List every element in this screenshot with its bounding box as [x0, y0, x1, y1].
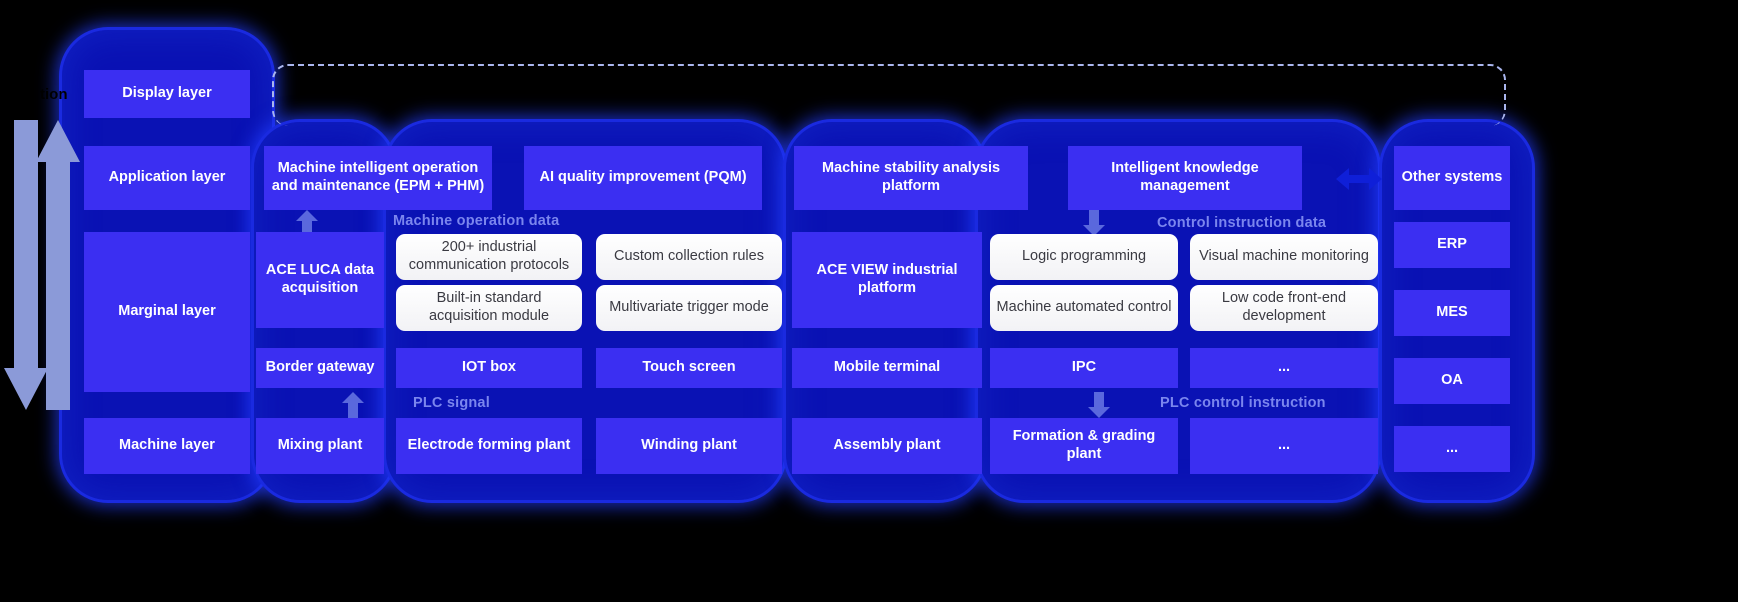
clipped-left-label: tion — [40, 86, 68, 103]
marginal-card-multivariate-trigger-mode[interactable]: Multivariate trigger mode — [596, 285, 782, 331]
band-arrow-up-operation-data — [296, 210, 318, 236]
marginal-card-logic-programming[interactable]: Logic programming — [990, 234, 1178, 280]
app-node-intelligent-knowledge-management[interactable]: Intelligent knowledge management — [1068, 146, 1302, 210]
band-arrow-down-control-instruction — [1083, 210, 1105, 236]
marginal-card-low-code-front-end-development[interactable]: Low code front-end development — [1190, 285, 1378, 331]
app-node-ai-quality-improvement[interactable]: AI quality improvement (PQM) — [524, 146, 762, 210]
device-node-touch-screen[interactable]: Touch screen — [596, 348, 782, 388]
layer-display-layer[interactable]: Display layer — [84, 70, 250, 118]
layer-machine-layer[interactable]: Machine layer — [84, 418, 250, 474]
machine-node-winding-plant[interactable]: Winding plant — [596, 418, 782, 474]
band-label-machine-operation-data: Machine operation data — [393, 213, 560, 229]
device-node-more[interactable]: ... — [1190, 348, 1378, 388]
machine-node-electrode-forming-plant[interactable]: Electrode forming plant — [396, 418, 582, 474]
marginal-card-builtin-standard-acquisition[interactable]: Built-in standard acquisition module — [396, 285, 582, 331]
other-systems-node-mes[interactable]: MES — [1394, 290, 1510, 336]
marginal-platform-ace-view[interactable]: ACE VIEW industrial platform — [792, 232, 982, 328]
layer-marginal-layer[interactable]: Marginal layer — [84, 232, 250, 392]
machine-node-more[interactable]: ... — [1190, 418, 1378, 474]
marginal-card-visual-machine-monitoring[interactable]: Visual machine monitoring — [1190, 234, 1378, 280]
machine-node-mixing-plant[interactable]: Mixing plant — [256, 418, 384, 474]
bidirectional-arrow-icon — [1336, 166, 1382, 197]
device-node-border-gateway[interactable]: Border gateway — [256, 348, 384, 388]
down-arrow — [4, 120, 48, 415]
machine-node-assembly-plant[interactable]: Assembly plant — [792, 418, 982, 474]
device-node-ipc[interactable]: IPC — [990, 348, 1178, 388]
up-arrow — [36, 120, 80, 415]
band-label-control-instruction-data: Control instruction data — [1157, 215, 1327, 231]
marginal-card-industrial-protocols[interactable]: 200+ industrial communication protocols — [396, 234, 582, 280]
marginal-platform-ace-luca[interactable]: ACE LUCA data acquisition — [256, 232, 384, 328]
marginal-card-machine-automated-control[interactable]: Machine automated control — [990, 285, 1178, 331]
layer-application-layer[interactable]: Application layer — [84, 146, 250, 210]
marginal-card-custom-collection-rules[interactable]: Custom collection rules — [596, 234, 782, 280]
band-arrow-up-plc-signal — [342, 392, 364, 418]
other-systems-node-erp[interactable]: ERP — [1394, 222, 1510, 268]
other-systems-node-more[interactable]: ... — [1394, 426, 1510, 472]
app-node-machine-stability-analysis[interactable]: Machine stability analysis platform — [794, 146, 1028, 210]
other-systems-node-oa[interactable]: OA — [1394, 358, 1510, 404]
band-arrow-down-plc-control — [1088, 392, 1110, 418]
band-label-plc-signal: PLC signal — [413, 395, 490, 411]
band-label-plc-control-instruction: PLC control instruction — [1160, 395, 1326, 411]
display-to-other-systems-connector — [272, 64, 1506, 126]
other-systems-node-other-systems[interactable]: Other systems — [1394, 146, 1510, 210]
device-node-iot-box[interactable]: IOT box — [396, 348, 582, 388]
machine-node-formation-grading-plant[interactable]: Formation & grading plant — [990, 418, 1178, 474]
device-node-mobile-terminal[interactable]: Mobile terminal — [792, 348, 982, 388]
app-node-machine-intelligent-om[interactable]: Machine intelligent operation and mainte… — [264, 146, 492, 210]
